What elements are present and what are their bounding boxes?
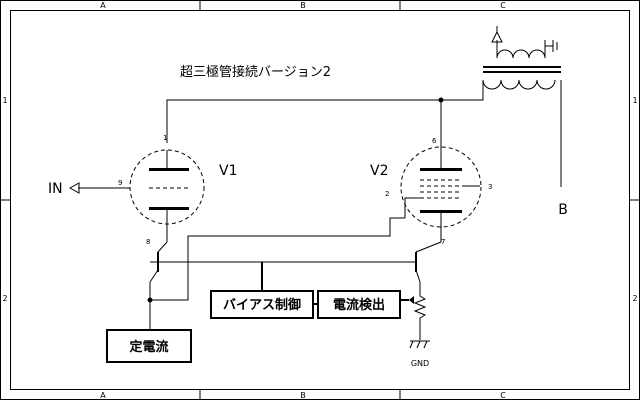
sense-resistor [409, 292, 427, 340]
frame-column-label: C [500, 391, 506, 400]
frame-row-label: 1 [2, 96, 7, 105]
current-sense-block [317, 290, 401, 319]
frame-row-label: 1 [632, 96, 637, 105]
b-plus-label: B [558, 202, 568, 218]
v2-cathode-pin: 7 [441, 238, 445, 246]
frame-row-label: 2 [632, 294, 637, 303]
input-arrow-icon [68, 182, 80, 194]
frame-row-label: 2 [2, 294, 7, 303]
input-label: IN [48, 181, 63, 197]
tube-v1 [129, 149, 205, 225]
inner-border [10, 10, 630, 390]
plate-supply-wire [166, 80, 484, 143]
v2-g2-pin: 3 [488, 183, 492, 191]
tube-v2-ref: V2 [370, 163, 388, 179]
speaker-output-icon [491, 26, 503, 43]
v2-plate-pin: 6 [432, 137, 437, 145]
v1-plate-pin: 1 [163, 134, 167, 142]
frame-column-label: B [300, 391, 306, 400]
transistor-q1 [149, 224, 168, 330]
chassis-ground-icon [544, 40, 558, 52]
tube-v2 [400, 146, 482, 228]
transistor-q2 [415, 228, 442, 292]
frame-column-label: A [100, 1, 106, 10]
output-transformer [482, 40, 562, 187]
constant-current-label: 定電流 [128, 339, 168, 355]
v1-cathode-pin: 8 [146, 238, 150, 246]
ground-label: GND [411, 359, 429, 368]
frame-column-label: C [500, 1, 506, 10]
bias-control-block [210, 290, 314, 319]
tube-v1-ref: V1 [219, 163, 237, 179]
ground-icon [409, 340, 430, 349]
frame-column-label: A [100, 391, 106, 400]
v2-g1-pin: 2 [385, 190, 389, 198]
junction-dot [147, 297, 153, 303]
diagram-title: 超三極管接続バージョン2 [180, 64, 331, 80]
v2-grid-wire [150, 217, 405, 301]
v1-grid-pin: 9 [118, 179, 122, 187]
current-sense-label: 電流検出 [333, 297, 385, 313]
bias-control-label: バイアス制御 [223, 297, 301, 313]
frame-column-label: B [300, 1, 306, 10]
constant-current-block [106, 329, 192, 363]
